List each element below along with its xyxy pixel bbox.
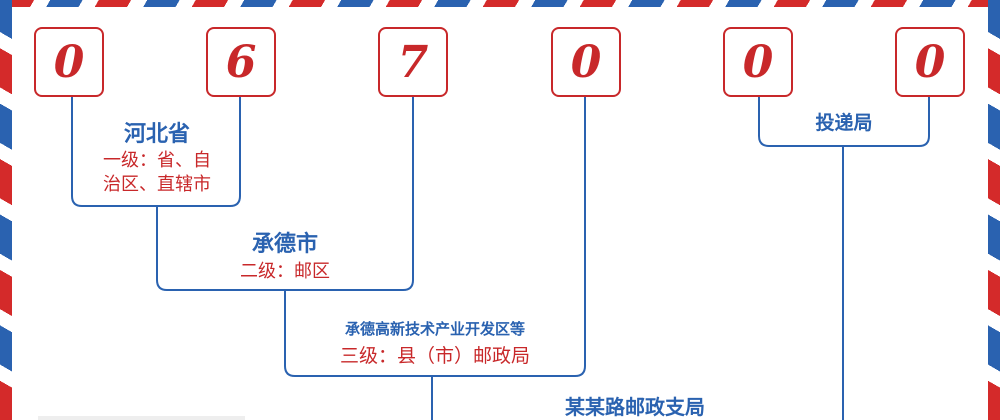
level3-name: 承德高新技术产业开发区等 — [344, 320, 525, 338]
airmail-stripe-left — [0, 0, 12, 420]
postcode-digit-4: 0 — [551, 27, 621, 97]
bracket-level3 — [284, 97, 586, 377]
postcode-digit-6: 0 — [895, 27, 965, 97]
level2-desc: 二级：邮区 — [240, 261, 330, 282]
delivery-office-name: 投递局 — [815, 112, 873, 134]
postcode-digit-3: 7 — [378, 27, 448, 97]
level3-desc: 三级：县（市）邮政局 — [339, 345, 530, 367]
level1-name: 河北省 — [123, 121, 190, 147]
level1-desc-line2: 治区、直辖市 — [103, 174, 211, 195]
level2-name: 承德市 — [251, 231, 318, 257]
airmail-stripe-top — [0, 0, 1000, 7]
level4-name: 某某路邮政支局 — [565, 395, 705, 419]
postcode-digit-2: 6 — [206, 27, 276, 97]
postcode-digit-1: 0 — [34, 27, 104, 97]
postcode-digit-5: 0 — [723, 27, 793, 97]
airmail-stripe-right — [988, 0, 1000, 420]
level1-desc-line1: 一级：省、自 — [103, 150, 211, 171]
